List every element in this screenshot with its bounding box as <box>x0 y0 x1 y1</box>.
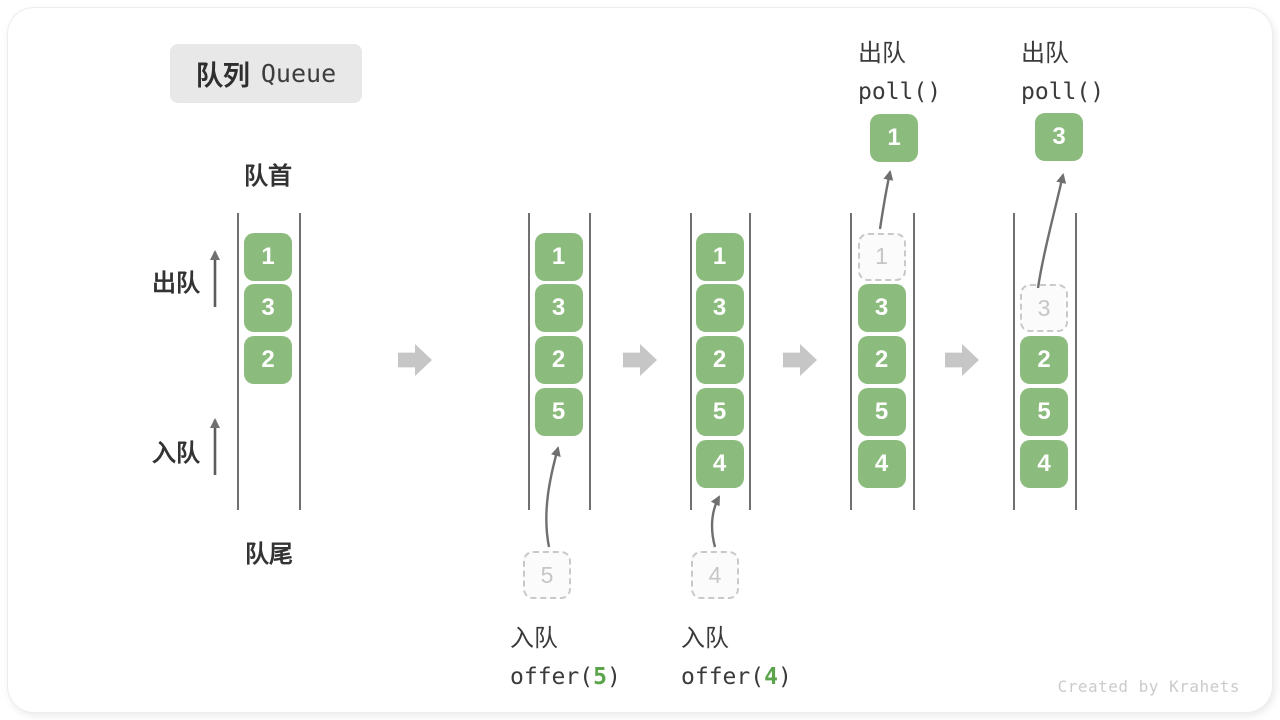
enqueue-operation-label: 入队 offer(5) <box>510 618 621 690</box>
enqueue-code: offer(4) <box>681 664 792 690</box>
queue-1-left-wall <box>237 213 239 510</box>
queue-3-cell-3: 3 <box>695 284 744 333</box>
code-text: offer( <box>510 664 594 690</box>
code-text: offer( <box>681 664 765 690</box>
dequeue-code: poll() <box>858 79 941 105</box>
queue-3-cell-5: 5 <box>695 387 744 436</box>
queue-3-left-wall <box>690 213 692 510</box>
queue-2-cell-2: 2 <box>534 336 583 385</box>
title-badge: 队列 Queue <box>170 44 362 103</box>
queue-3-cell-1: 1 <box>695 232 744 281</box>
queue-2-right-wall <box>589 213 591 510</box>
staged-value-5: 5 <box>523 551 571 599</box>
queue-5-cell-4: 4 <box>1020 439 1068 488</box>
queue-2-left-wall <box>528 213 530 510</box>
queue-3-cell-2: 2 <box>695 336 744 385</box>
queue-3-cell-4: 4 <box>695 439 744 488</box>
dequeue-operation-label: 出队 poll() <box>1021 33 1104 105</box>
queue-2-cell-5: 5 <box>534 387 583 436</box>
code-text: ) <box>606 664 621 690</box>
dequeue-operation-label: 出队 poll() <box>858 33 941 105</box>
dequeue-label-zh: 出队 <box>858 40 906 67</box>
queue-4-cell-3: 3 <box>857 284 906 333</box>
enqueue-side-label: 入队 <box>152 440 200 467</box>
queue-2-cell-3: 3 <box>534 284 583 333</box>
code-text: ) <box>777 664 792 690</box>
queue-1-cell-1: 1 <box>244 232 292 281</box>
queue-front-label: 队首 <box>244 163 292 190</box>
watermark: Created by Krahets <box>1057 677 1240 696</box>
queue-4-right-wall <box>913 213 915 510</box>
dequeue-code: poll() <box>1021 79 1104 105</box>
enqueue-label-zh: 入队 <box>510 625 558 652</box>
queue-5-cell-3-ghost: 3 <box>1020 284 1068 333</box>
queue-1-right-wall <box>299 213 301 510</box>
queue-5-right-wall <box>1075 213 1077 510</box>
enqueue-code: offer(5) <box>510 664 621 690</box>
queue-4-left-wall <box>850 213 852 510</box>
queue-4-cell-4: 4 <box>857 439 906 488</box>
staged-value-4: 4 <box>691 551 739 599</box>
code-text: poll() <box>858 79 942 105</box>
code-text: poll() <box>1021 79 1105 105</box>
dequeue-label-zh: 出队 <box>1021 40 1069 67</box>
queue-1-cell-2: 2 <box>244 336 292 385</box>
code-argument: 4 <box>764 664 778 690</box>
enqueue-operation-label: 入队 offer(4) <box>681 618 792 690</box>
queue-4-cell-1-ghost: 1 <box>857 232 906 281</box>
queue-4-cell-2: 2 <box>857 336 906 385</box>
enqueue-label-zh: 入队 <box>681 625 729 652</box>
queue-1-cell-3: 3 <box>244 284 292 333</box>
queue-5-cell-5: 5 <box>1020 387 1068 436</box>
title-zh: 队列 <box>195 61 250 91</box>
popped-value-1: 1 <box>870 114 918 162</box>
queue-4-cell-5: 5 <box>857 387 906 436</box>
queue-rear-label: 队尾 <box>245 541 293 568</box>
popped-value-3: 3 <box>1035 113 1083 161</box>
dequeue-side-label: 出队 <box>152 270 200 297</box>
queue-5-cell-2: 2 <box>1020 336 1068 385</box>
queue-3-right-wall <box>749 213 751 510</box>
queue-5-left-wall <box>1013 213 1015 510</box>
code-argument: 5 <box>593 664 607 690</box>
queue-2-cell-1: 1 <box>534 232 583 281</box>
title-en: Queue <box>260 59 337 88</box>
